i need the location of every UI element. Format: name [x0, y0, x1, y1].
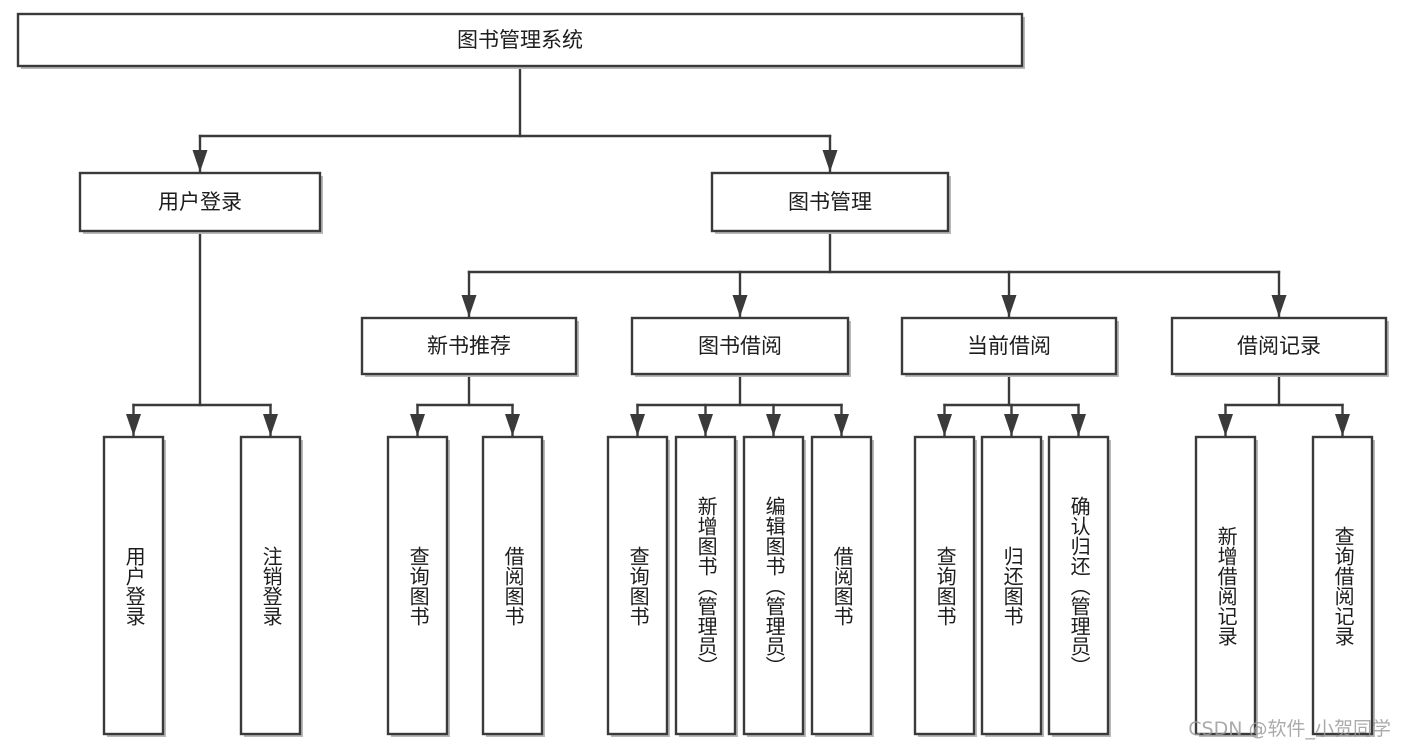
leaf-node-0[interactable] [102, 435, 165, 736]
node-book-manage[interactable] [710, 171, 950, 233]
leaf-node-10[interactable] [1047, 435, 1110, 736]
arrow-head-icon [263, 414, 278, 436]
leaf-node-9[interactable] [980, 435, 1043, 736]
arrow-head-icon [822, 150, 838, 172]
node-new-book-rec[interactable] [360, 316, 578, 376]
arrow-head-icon [834, 414, 849, 436]
node-book-manage-label: 图书管理 [788, 190, 872, 214]
node-book-borrow[interactable] [630, 316, 850, 376]
arrow-head-icon [1001, 295, 1017, 317]
leaf-node-7[interactable] [810, 435, 873, 736]
leaf-node-12[interactable] [1311, 435, 1374, 736]
leaf-node-5[interactable] [674, 435, 737, 736]
arrow-head-icon [1335, 414, 1350, 436]
arrow-head-icon [732, 295, 748, 317]
arrow-head-icon [766, 414, 781, 436]
node-user-login[interactable] [78, 171, 322, 233]
node-book-borrow-label: 图书借阅 [698, 334, 782, 358]
leaf-node-11[interactable] [1194, 435, 1257, 736]
arrow-head-icon [410, 414, 425, 436]
arrow-head-icon [461, 295, 477, 317]
arrow-head-icon [1004, 414, 1019, 436]
leaf-node-4[interactable] [606, 435, 669, 736]
leaf-node-8[interactable] [913, 435, 976, 736]
arrow-head-icon [126, 414, 141, 436]
node-root[interactable] [16, 12, 1024, 68]
arrow-head-icon [1071, 414, 1086, 436]
node-current-borrow[interactable] [900, 316, 1118, 376]
leaf-node-1[interactable] [239, 435, 302, 736]
arrow-head-icon [1218, 414, 1233, 436]
arrow-head-icon [505, 414, 520, 436]
leaf-node-6[interactable] [742, 435, 805, 736]
arrow-head-icon [937, 414, 952, 436]
node-user-login-label: 用户登录 [158, 190, 242, 214]
node-new-book-rec-label: 新书推荐 [427, 334, 511, 358]
node-borrow-record-label: 借阅记录 [1237, 334, 1321, 358]
node-borrow-record[interactable] [1170, 316, 1388, 376]
node-root-label: 图书管理系统 [457, 28, 583, 52]
arrow-head-icon [1271, 295, 1287, 317]
edges-layer [126, 64, 1350, 438]
leaf-node-3[interactable] [481, 435, 544, 736]
leaf-node-2[interactable] [386, 435, 449, 736]
arrow-head-icon [630, 414, 645, 436]
arrow-head-icon [192, 150, 208, 172]
arrow-head-icon [698, 414, 713, 436]
watermark: CSDN @软件_小贺同学 [1188, 718, 1391, 740]
node-current-borrow-label: 当前借阅 [967, 334, 1051, 358]
boxes-layer [16, 12, 1389, 737]
